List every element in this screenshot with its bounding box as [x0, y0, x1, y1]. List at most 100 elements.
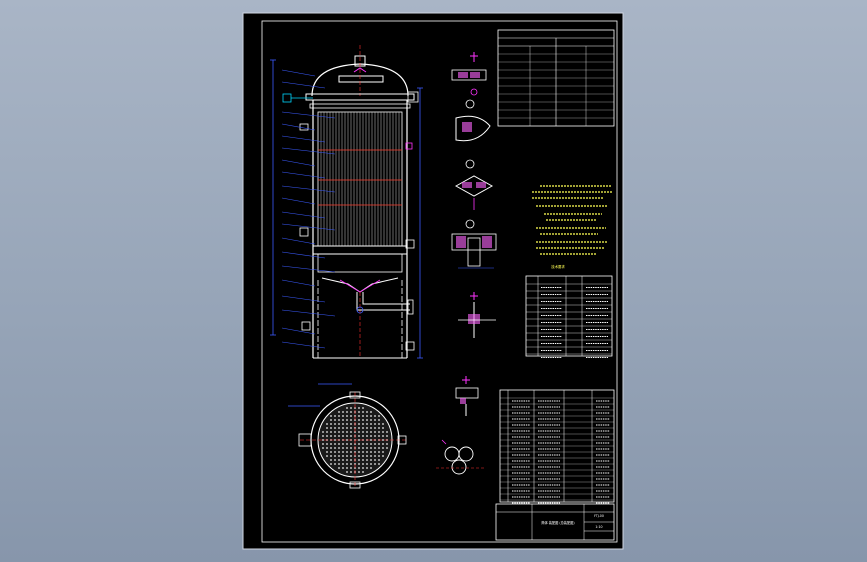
tube-hole: [366, 431, 368, 433]
tube-hole: [358, 435, 360, 437]
tube-hole: [370, 467, 372, 469]
nozzle-right-2: [405, 142, 413, 150]
tube-hole: [350, 435, 352, 437]
tube-hole: [362, 471, 364, 473]
tube-hole: [342, 419, 344, 421]
leader-line: [281, 111, 336, 119]
tube-hole: [346, 411, 348, 413]
leader-line: [281, 295, 326, 303]
tube-hole: [366, 455, 368, 457]
tube-hole: [370, 435, 372, 437]
tube-hole: [362, 419, 364, 421]
tube-hole: [346, 419, 348, 421]
tube-hole: [362, 407, 364, 409]
tube-hole: [378, 427, 380, 429]
tube-hole: [342, 415, 344, 417]
tube-hole: [338, 467, 340, 469]
tube-hole: [366, 419, 368, 421]
tube-hole: [358, 459, 360, 461]
tube-hole: [378, 447, 380, 449]
tube-hole: [358, 423, 360, 425]
nozzle-left-4: [301, 321, 311, 331]
leader-line: [281, 265, 336, 273]
leader-line: [281, 185, 336, 193]
tube-hole: [374, 419, 376, 421]
tube-hole: [382, 423, 384, 425]
tube-hole: [366, 451, 368, 453]
tube-hole: [370, 411, 372, 413]
tube-hole: [378, 459, 380, 461]
tube-hole: [362, 411, 364, 413]
tube-hole: [374, 463, 376, 465]
tube-hole: [338, 455, 340, 457]
tube-hole: [334, 431, 336, 433]
tube-hole: [346, 439, 348, 441]
tube-hole: [366, 467, 368, 469]
tube-hole: [330, 443, 332, 445]
leader-line: [281, 69, 316, 77]
nozzle-table: [525, 275, 613, 358]
leader-line: [281, 341, 326, 349]
leader-line: [281, 211, 326, 219]
tech-requirements-heading: 技术要求: [551, 264, 565, 269]
tube-hole: [330, 459, 332, 461]
tube-hole: [374, 459, 376, 461]
tube-hole: [374, 423, 376, 425]
leader-line: [281, 327, 316, 335]
tube-hole: [386, 431, 388, 433]
tube-hole: [326, 431, 328, 433]
tube-hole: [346, 455, 348, 457]
drawing-scale: 1:10: [595, 525, 602, 529]
tube-hole: [330, 451, 332, 453]
tube-hole: [374, 447, 376, 449]
tube-hole: [338, 419, 340, 421]
tube-hole: [338, 459, 340, 461]
tube-hole: [334, 451, 336, 453]
tube-hole: [386, 447, 388, 449]
tube-hole: [362, 431, 364, 433]
tube-hole: [342, 431, 344, 433]
tube-hole: [330, 435, 332, 437]
tube-hole: [358, 431, 360, 433]
tube-hole: [330, 423, 332, 425]
leader-line: [281, 279, 316, 287]
tube-hole: [358, 419, 360, 421]
tube-hole: [330, 455, 332, 457]
tube-hole: [378, 423, 380, 425]
drawing-number: FTJ-00: [594, 514, 604, 518]
tube-hole: [378, 455, 380, 457]
tube-hole: [326, 427, 328, 429]
tube-hole: [358, 411, 360, 413]
tube-hole: [362, 435, 364, 437]
tube-hole: [358, 407, 360, 409]
tube-hole: [378, 443, 380, 445]
tube-hole: [342, 463, 344, 465]
tube-hole: [382, 439, 384, 441]
tube-hole: [366, 443, 368, 445]
tube-hole: [366, 423, 368, 425]
design-data-table: [497, 29, 615, 127]
tube-hole: [334, 447, 336, 449]
tube-hole: [350, 415, 352, 417]
tube-hole: [346, 451, 348, 453]
vessel-front-view: [270, 45, 423, 359]
tube-hole: [350, 463, 352, 465]
tube-hole: [370, 439, 372, 441]
tube-hole: [350, 431, 352, 433]
tube-hole: [378, 415, 380, 417]
nozzle-right-1: [407, 91, 419, 103]
leader-line: [281, 171, 326, 179]
tube-hole: [334, 415, 336, 417]
tube-hole: [370, 451, 372, 453]
tube-hole: [374, 435, 376, 437]
tube-hole: [322, 435, 324, 437]
tube-hole: [374, 451, 376, 453]
tube-hole: [346, 415, 348, 417]
tube-hole: [338, 463, 340, 465]
tube-hole: [346, 431, 348, 433]
tube-hole: [362, 423, 364, 425]
tube-hole: [362, 443, 364, 445]
technical-requirements-block: 技术要求: [532, 185, 612, 269]
tube-hole: [370, 419, 372, 421]
